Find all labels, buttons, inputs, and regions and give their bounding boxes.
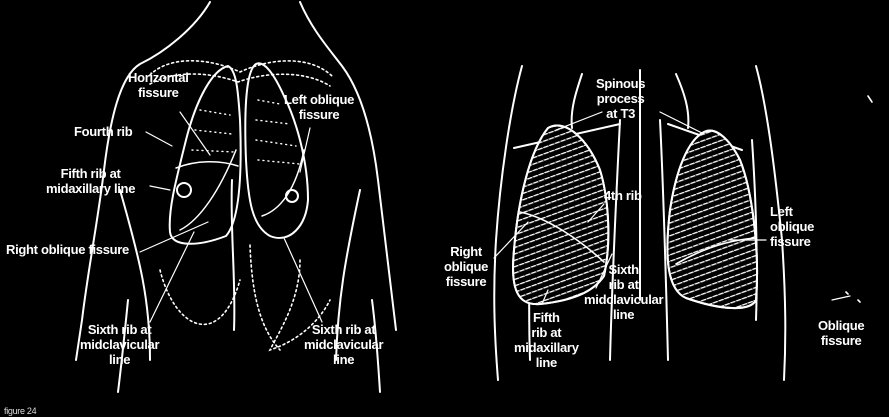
posterior-small-marks xyxy=(846,96,872,302)
label-fifth-rib-midaxillary-posterior: Fifth rib at midaxillary line xyxy=(514,310,579,370)
label-fourth-rib-posterior: 4th rib xyxy=(604,188,642,203)
label-spinous-process-t3: Spinous process at T3 xyxy=(596,76,645,121)
label-right-oblique-fissure-anterior: Right oblique fissure xyxy=(6,242,129,257)
label-fifth-rib-midaxillary-anterior: Fifth rib at midaxillary line xyxy=(46,166,135,196)
label-left-oblique-fissure-posterior: Left oblique fissure xyxy=(770,204,814,249)
label-left-oblique-fissure-anterior: Left oblique fissure xyxy=(284,92,354,122)
label-right-oblique-fissure-posterior: Right oblique fissure xyxy=(444,244,488,289)
label-horizontal-fissure: Horizontal fissure xyxy=(128,70,189,100)
label-sixth-rib-midclavicular-right: Sixth rib at midclavicular line xyxy=(80,322,159,367)
anterior-left-lung xyxy=(245,63,308,238)
posterior-right-lung xyxy=(667,131,757,308)
label-sixth-rib-midclavicular-left: Sixth rib at midclavicular line xyxy=(304,322,383,367)
label-oblique-fissure: Oblique fissure xyxy=(818,318,864,348)
label-fourth-rib-anterior: Fourth rib xyxy=(74,124,132,139)
label-sixth-rib-midclavicular-posterior: Sixth rib at midclavicular line xyxy=(584,262,663,322)
figure-caption: figure 24 xyxy=(4,404,36,417)
